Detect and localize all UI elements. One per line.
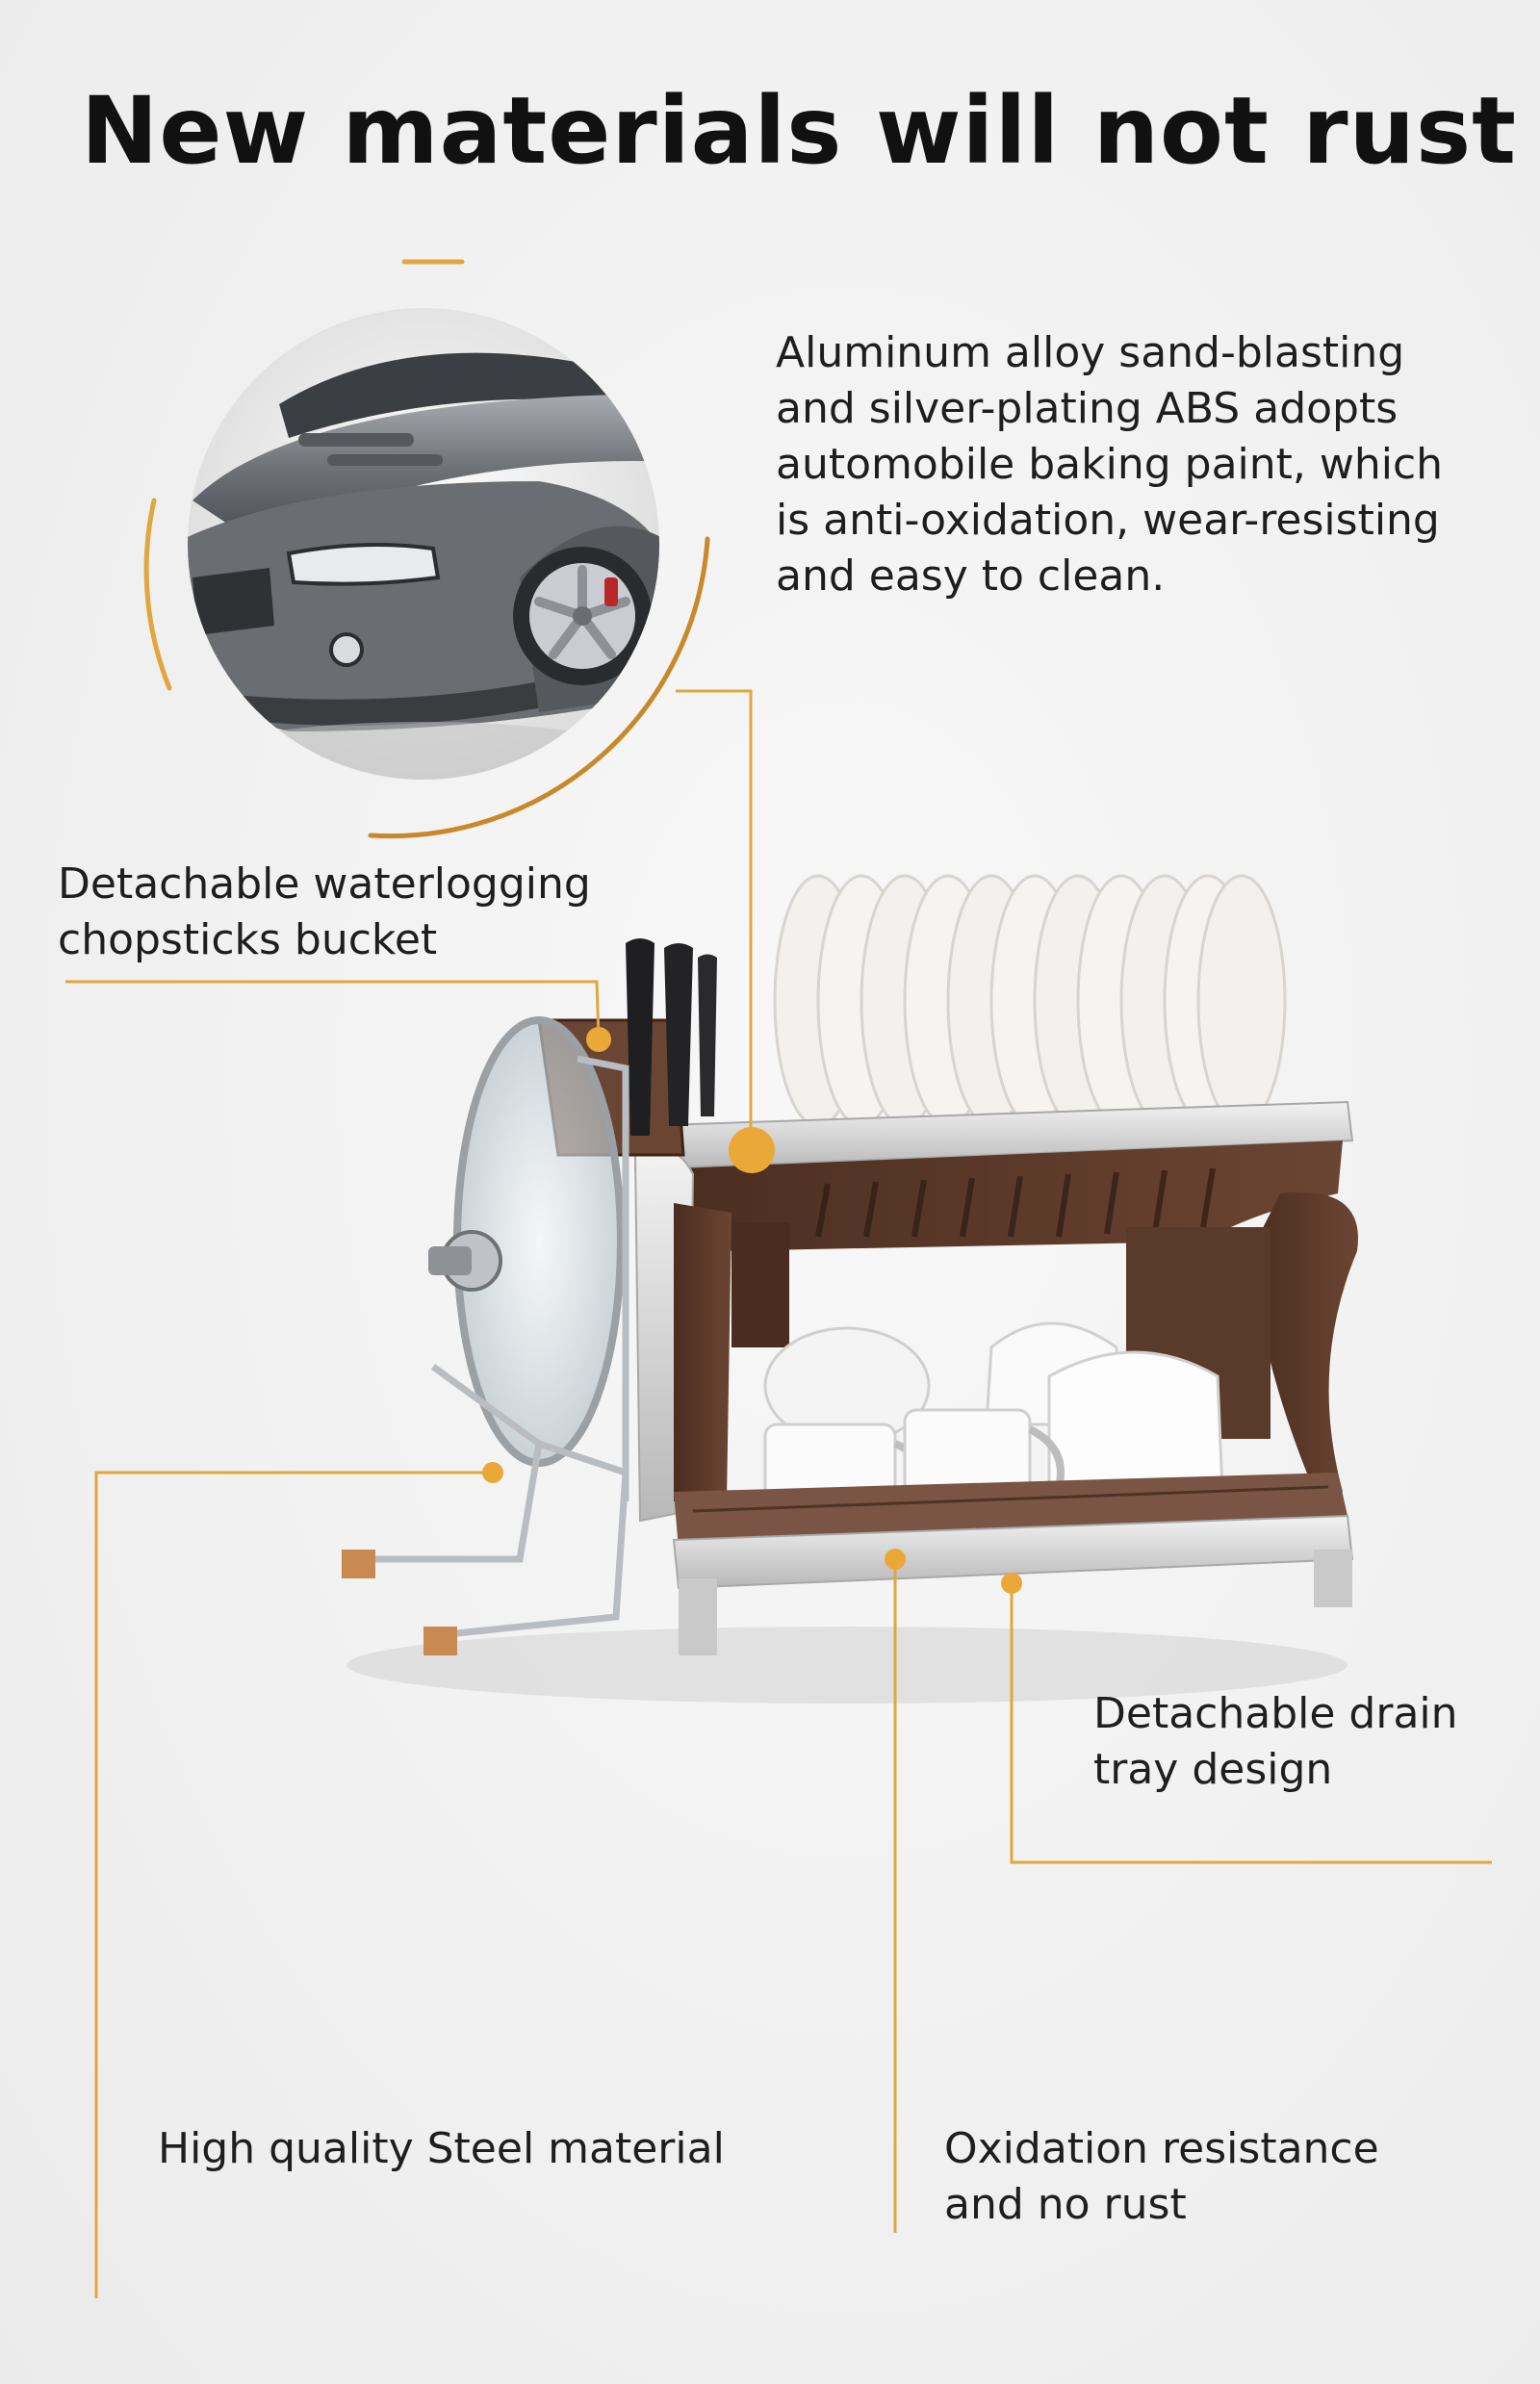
callout-dot-oxidation [885, 1549, 906, 1570]
knives [626, 938, 717, 1136]
pot-lid [428, 1016, 625, 1467]
callout-line-chopsticks [65, 980, 601, 1040]
callout-dot-large [729, 1127, 775, 1173]
decorative-arcs [143, 259, 710, 839]
label-line: Detachable drain [1093, 1689, 1458, 1738]
wire-stand [346, 1055, 629, 1640]
description-line: and easy to clean. [776, 551, 1166, 601]
label-steel-material: High quality Steel material [158, 2121, 725, 2177]
callout-line-drain [1010, 1583, 1492, 1864]
label-drain-tray: Detachable drain tray design [1093, 1686, 1458, 1798]
label-line: and no rust [944, 2180, 1187, 2229]
label-line: tray design [1093, 1745, 1333, 1794]
rack-shadow [346, 1627, 1348, 1704]
callout-line-description [676, 689, 753, 1145]
plates [773, 874, 1287, 1128]
callout-line-steel [94, 1471, 491, 2298]
label-line: Oxidation resistance [944, 2124, 1379, 2173]
label-oxidation-resistance: Oxidation resistance and no rust [944, 2121, 1379, 2233]
description-line: and silver-plating ABS adopts [776, 384, 1399, 433]
label-line: High quality Steel material [158, 2124, 725, 2173]
description-line: Aluminum alloy sand-blasting [776, 328, 1405, 377]
callout-dot-drain [1001, 1573, 1022, 1594]
page-title: New materials will not rust [80, 77, 1518, 185]
callout-dot-chopsticks [586, 1027, 611, 1052]
description-line: is anti-oxidation, wear-resisting [776, 496, 1440, 545]
label-line: Detachable waterlogging [58, 859, 591, 909]
label-line: chopsticks bucket [58, 915, 438, 964]
callout-dot-steel [482, 1462, 503, 1483]
label-chopsticks-bucket: Detachable waterlogging chopsticks bucke… [58, 857, 591, 968]
material-description: Aluminum alloy sand-blasting and silver-… [776, 325, 1443, 604]
description-line: automobile baking paint, which [776, 440, 1444, 489]
